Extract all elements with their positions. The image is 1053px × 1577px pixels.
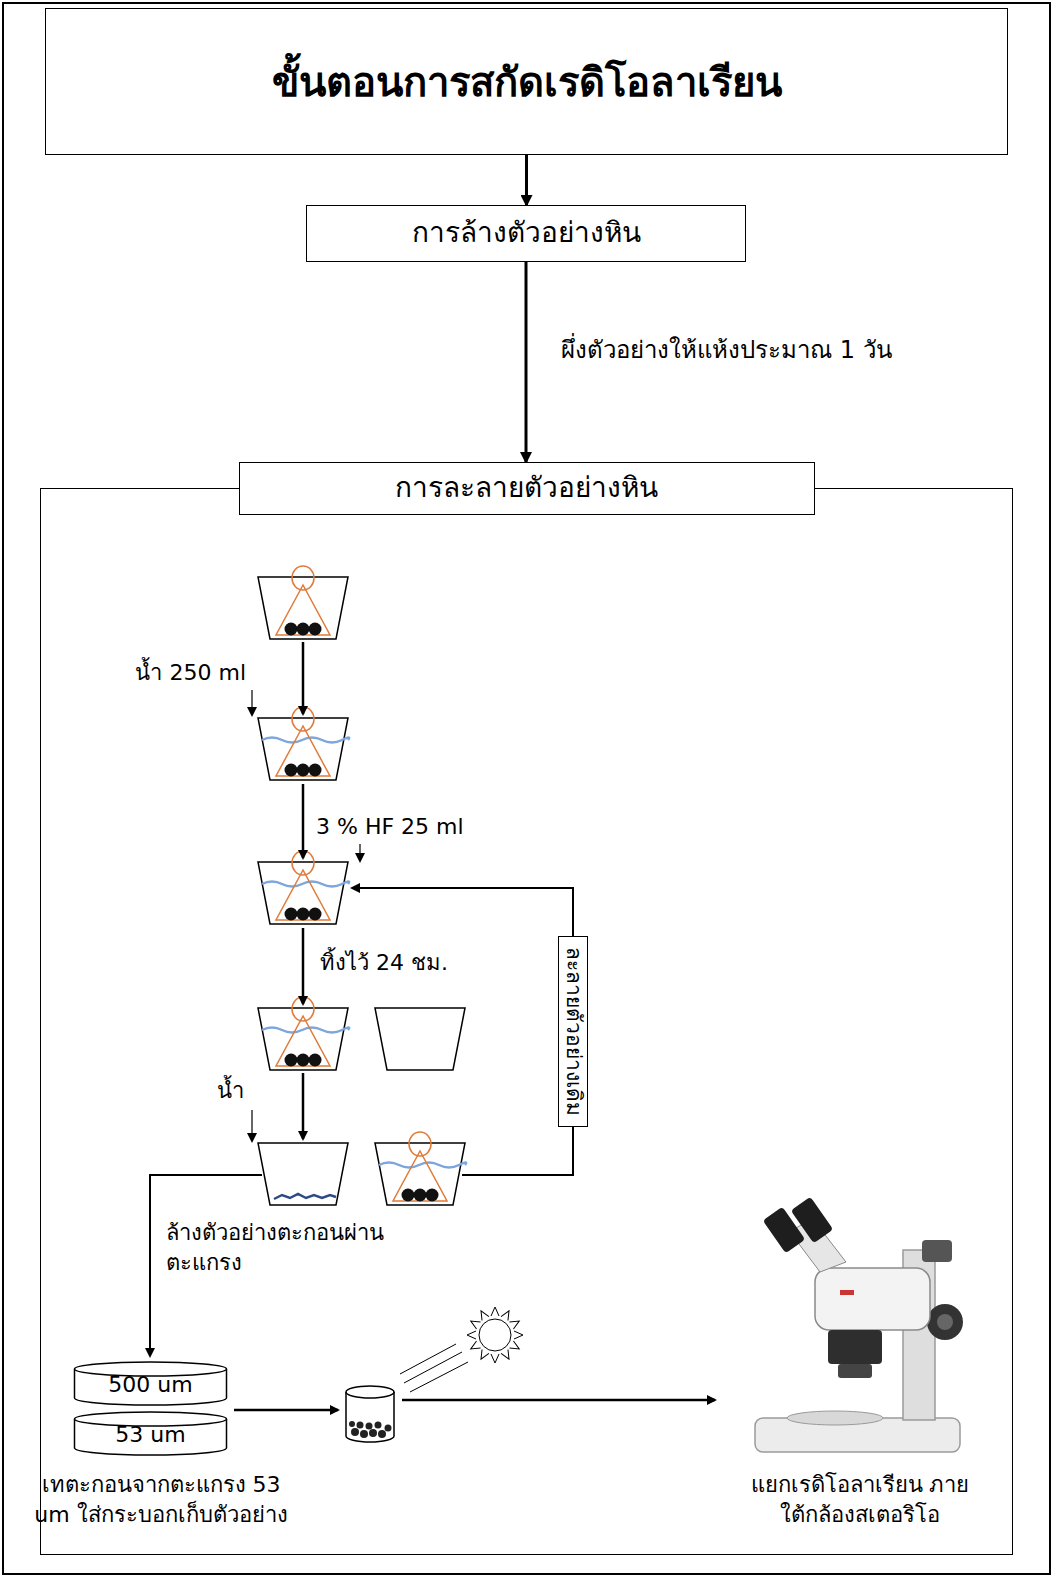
step-note: ทิ้งไว้ 24 ชม. <box>320 948 520 978</box>
beakers <box>258 566 466 1205</box>
sieve-body <box>75 1419 227 1455</box>
sun <box>400 1307 523 1392</box>
edge-label: ผึ่งตัวอย่างให้แห้งประมาณ 1 วัน <box>561 334 892 366</box>
step-note: น้ำ <box>180 1076 244 1106</box>
process-arrows <box>150 642 715 1410</box>
box-label: การล้างตัวอย่างหิน <box>412 215 641 251</box>
sieve-label: 53 um <box>115 1421 185 1450</box>
sieve-shape <box>73 1360 228 1406</box>
title-box: ขั้นตอนการสกัดเรดิโอลาเรียน <box>45 8 1008 155</box>
sieve-shape <box>73 1410 228 1456</box>
group-heading-box: การละลายตัวอย่างหิน <box>239 462 815 515</box>
step-note: แยกเรดิโอลาเรียน ภายใต้กล้องสเตอริโอ <box>740 1470 980 1529</box>
group-region: การละลายตัวอย่างหินละลายตัวอย่างเดิม 500 … <box>40 462 1013 1555</box>
title-text: ขั้นตอนการสกัดเรดิโอลาเรียน <box>272 56 782 108</box>
sieve: 500 um <box>73 1360 228 1406</box>
sieve-rim <box>75 1362 227 1376</box>
frame <box>3 3 1050 1574</box>
loop-label-box: ละลายตัวอย่างเดิม <box>558 936 588 1127</box>
sample-tube <box>346 1386 394 1442</box>
sieve-body <box>75 1369 227 1405</box>
group-heading: การละลายตัวอย่างหิน <box>395 470 658 506</box>
step-note: ล้างตัวอย่างตะกอนผ่าน ตะแกรง <box>166 1218 404 1277</box>
loop-label: ละลายตัวอย่างเดิม <box>559 947 586 1116</box>
step-note: น้ำ 250 ml <box>120 658 246 688</box>
connector-arrow <box>525 262 528 462</box>
connector-arrow <box>525 155 528 205</box>
process-box: การล้างตัวอย่างหิน <box>306 205 746 262</box>
step-note: 3 % HF 25 ml <box>316 812 516 842</box>
stereo-microscope <box>755 1197 963 1452</box>
sieve-label: 500 um <box>108 1371 192 1400</box>
group-outline <box>40 488 1013 1555</box>
sieve-rim <box>75 1412 227 1426</box>
step-note: เทตะกอนจากตะแกรง 53 um ใส่กระบอกเก็บตัวอ… <box>30 1470 292 1529</box>
sieve: 53 um <box>73 1410 228 1456</box>
